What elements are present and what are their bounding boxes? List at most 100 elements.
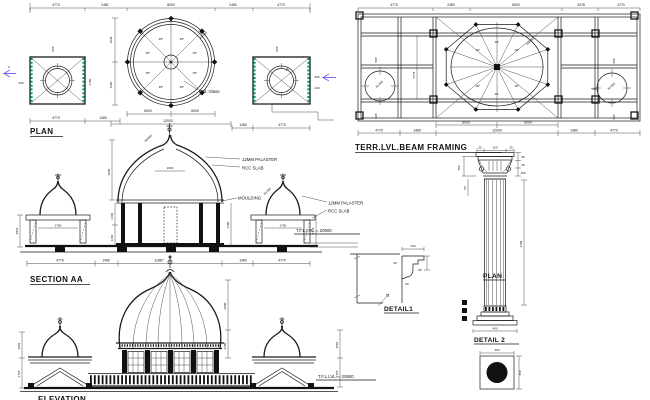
tfl-level-label: T.F.L.LVL. = 20600 — [296, 228, 332, 233]
svg-text:2718: 2718 — [17, 370, 21, 377]
svg-text:45°: 45° — [180, 85, 185, 89]
framing-dome-octagon: 45° 45° 45° 45° 45° 45° R4000 — [435, 16, 559, 119]
svg-text:150: 150 — [492, 146, 497, 150]
plan-angle-labels: 45° 45° 45° 45° 45° 45° 45° 45° — [146, 37, 198, 89]
fixed-glass-label: Fxd. Glass — [199, 89, 220, 94]
svg-text:45°: 45° — [515, 84, 520, 88]
plan-top-dim-line: 4770 2481 8000 2480 4770 — [29, 3, 311, 13]
svg-text:100: 100 — [520, 171, 525, 175]
section-letter: A — [8, 65, 10, 69]
svg-text:6000: 6000 — [144, 109, 152, 113]
svg-text:6000: 6000 — [107, 168, 111, 175]
svg-text:1480: 1480 — [102, 259, 110, 263]
radius-label: R1350 — [607, 82, 616, 91]
svg-text:2700: 2700 — [55, 224, 62, 228]
section-bottom-dims: 4770 1480 11887 1480 4770 — [26, 259, 311, 267]
svg-text:4770: 4770 — [56, 259, 64, 263]
section-letter: A — [286, 67, 289, 72]
svg-text:SECTION AA: SECTION AA — [30, 275, 83, 284]
svg-text:DETAIL1: DETAIL1 — [384, 306, 413, 313]
svg-text:45°: 45° — [146, 71, 151, 75]
svg-text:4770: 4770 — [52, 116, 60, 120]
column-capital — [475, 152, 515, 180]
svg-text:2052: 2052 — [17, 342, 21, 349]
svg-text:8000: 8000 — [512, 3, 520, 7]
break-symbol — [353, 255, 361, 299]
detail1-dims: 150 50 50 50 — [393, 244, 430, 286]
column-plan-label: PLAN — [483, 273, 505, 281]
svg-text:2818: 2818 — [15, 227, 19, 234]
framing-columns — [355, 11, 639, 120]
dim-label: 2481 — [101, 3, 109, 7]
svg-text:45°: 45° — [495, 40, 500, 44]
dim-label: 2480 — [229, 3, 237, 7]
section-annotations: 12MM PALASTER RCC SLAB MOULDING 12MM PAL… — [205, 156, 363, 248]
svg-text:1480: 1480 — [413, 129, 421, 133]
section-left-pavilion: 2700 — [25, 173, 91, 244]
elevation-view: 2052 2718 6000 4180 2052 2718 T.F.L.LVL.… — [17, 255, 376, 400]
dim-step-line — [258, 103, 334, 121]
svg-text:4775: 4775 — [412, 71, 416, 78]
svg-text:1600: 1600 — [167, 166, 174, 170]
svg-text:595: 595 — [374, 113, 378, 118]
radius-label: R1350 — [263, 187, 272, 196]
svg-text:3478: 3478 — [577, 3, 585, 7]
svg-text:2700: 2700 — [280, 224, 287, 228]
framing-right-dome-ring: 595 595 595 R1350 — [591, 58, 631, 120]
svg-text:DETAIL 2: DETAIL 2 — [474, 337, 505, 344]
framing-grid — [355, 11, 641, 122]
svg-text:450: 450 — [494, 348, 499, 352]
svg-text:595: 595 — [612, 58, 616, 63]
svg-text:45°: 45° — [146, 51, 151, 55]
svg-text:1480: 1480 — [239, 259, 247, 263]
svg-text:1480: 1480 — [99, 116, 107, 120]
svg-text:150: 150 — [457, 165, 461, 170]
svg-text:6000: 6000 — [191, 109, 199, 113]
dim-label: 595 — [51, 46, 55, 51]
dim-label: 8000 — [167, 3, 175, 7]
svg-text:2700: 2700 — [519, 240, 523, 247]
elevation-left-pavilion — [28, 317, 92, 387]
svg-text:PLAN: PLAN — [483, 273, 502, 280]
dim-label: 2700 — [88, 78, 92, 85]
detail2-title: DETAIL 2 — [474, 337, 519, 345]
svg-text:4770: 4770 — [278, 259, 286, 263]
svg-text:45°: 45° — [515, 48, 520, 52]
plan-vertical-dim: 3038 4600 — [109, 17, 118, 106]
svg-text:45°: 45° — [159, 85, 164, 89]
dim-label: 230 — [314, 86, 319, 90]
svg-text:2480: 2480 — [447, 3, 455, 7]
framing-left-vertical-dim: 4775 — [412, 35, 420, 100]
drum-windows — [127, 351, 214, 373]
tfl-level-label: T.F.L.LVL. = 20600 — [318, 374, 354, 379]
detail1-title: DETAIL1 — [384, 306, 419, 314]
svg-text:6000: 6000 — [524, 121, 532, 125]
svg-text:4770: 4770 — [390, 3, 398, 7]
svg-text:50: 50 — [418, 268, 422, 272]
svg-text:25: 25 — [478, 146, 482, 150]
rcc-slab-label: RCC SLAB — [328, 209, 350, 214]
elevation-drum — [122, 350, 219, 373]
svg-text:450: 450 — [492, 327, 497, 331]
elevation-title: ELEVATION — [38, 395, 86, 400]
svg-text:6000: 6000 — [462, 121, 470, 125]
svg-text:45°: 45° — [193, 51, 198, 55]
plan-dome-circle: 45° 45° 45° 45° 45° 45° 45° 45° R4000 Fx… — [124, 15, 220, 109]
svg-text:595: 595 — [591, 87, 596, 91]
svg-text:50: 50 — [521, 155, 525, 159]
leader-arrow — [377, 293, 390, 307]
svg-text:1480: 1480 — [239, 123, 247, 127]
svg-text:450: 450 — [518, 370, 522, 375]
svg-text:45°: 45° — [495, 92, 500, 96]
svg-text:TERR.LVL.BEAM FRAMING: TERR.LVL.BEAM FRAMING — [355, 143, 467, 152]
svg-text:595: 595 — [612, 114, 616, 119]
framing-angle-labels: 45° 45° 45° 45° 45° 45° — [476, 40, 520, 96]
section-view: 2700 1600 R6000 2700 — [15, 123, 363, 285]
section-title: SECTION AA — [30, 275, 90, 285]
framing-bottom-dims: 6000 6000 4770 1480 12000 1480 4770 — [357, 121, 641, 136]
detail2-column: 25 150 25 50 25 100 150 50 2700 450 PLAN… — [457, 146, 527, 390]
beam-framing-view: 4770 2480 8000 3478 4770 — [355, 3, 641, 153]
svg-text:150: 150 — [410, 244, 415, 248]
svg-text:1440: 1440 — [110, 234, 114, 241]
